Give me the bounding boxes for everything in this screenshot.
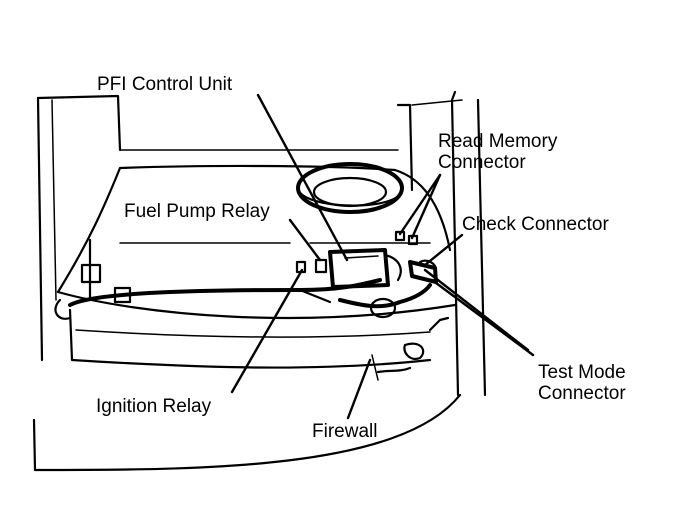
firewall-structure (32, 308, 462, 472)
body-outline (36, 90, 487, 397)
label-read-memory-connector: Read Memory Connector (438, 131, 557, 173)
leader-ignition-relay (230, 268, 304, 394)
leader-firewall (346, 358, 372, 420)
label-fuel-pump-relay: Fuel Pump Relay (124, 201, 270, 222)
label-pfi-control-unit: PFI Control Unit (97, 74, 233, 95)
label-test-mode-line2: Connector (538, 383, 626, 404)
label-read-memory-line2: Connector (438, 152, 526, 173)
leader-lines (230, 93, 535, 420)
leader-check-connector (423, 233, 464, 267)
air-cleaner (296, 162, 404, 214)
label-read-memory-line1: Read Memory (438, 131, 558, 152)
label-test-mode-connector: Test Mode Connector (538, 362, 626, 404)
leader-read-memory-2 (410, 173, 442, 240)
leader-test-mode-2 (430, 278, 535, 357)
leader-read-memory-1 (398, 173, 442, 236)
label-test-mode-line1: Test Mode (538, 362, 626, 383)
label-ignition-relay: Ignition Relay (96, 396, 212, 417)
leader-pfi-control-unit (256, 93, 349, 262)
label-check-connector: Check Connector (462, 214, 609, 235)
leader-fuel-pump-relay (288, 218, 322, 262)
pfi-control-unit-box (328, 248, 402, 289)
label-firewall: Firewall (312, 421, 378, 442)
wiring-harness (54, 238, 450, 374)
leader-test-mode-1 (423, 268, 530, 352)
